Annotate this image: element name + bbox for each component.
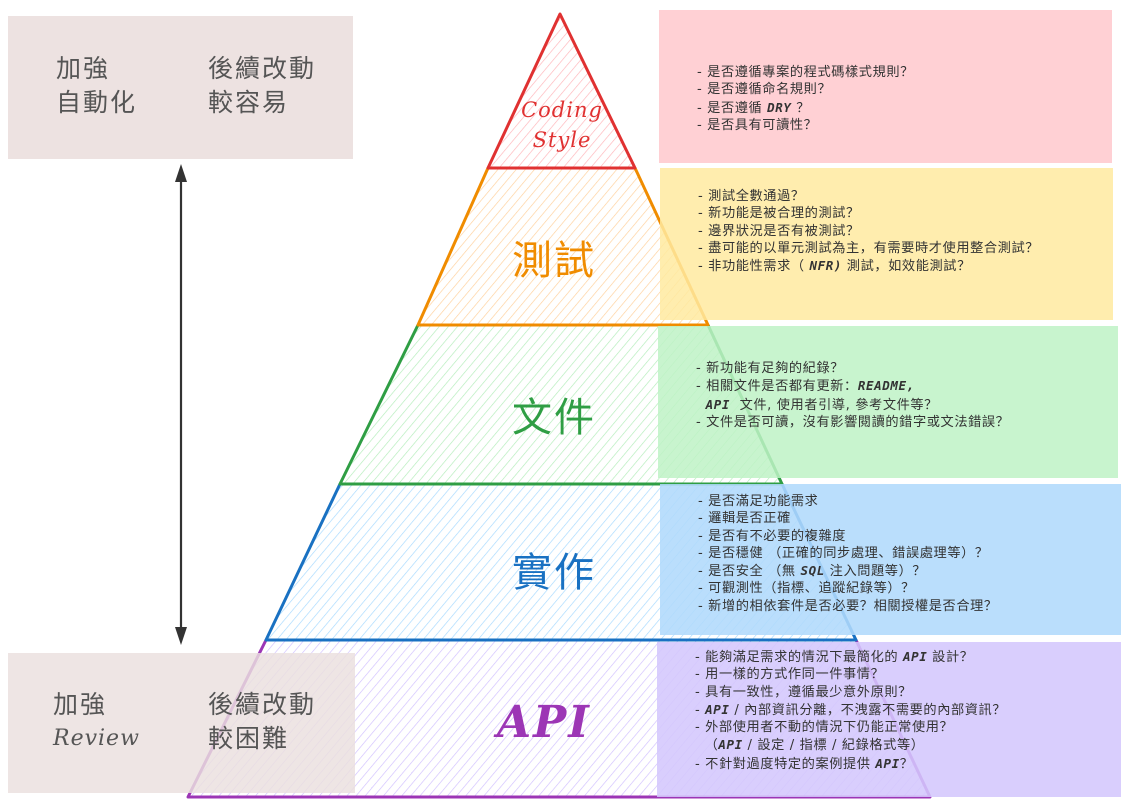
side-bottom-left-text: 加強 Review — [53, 688, 140, 756]
layer-label-implementation: 實作 — [512, 550, 596, 596]
side-text-line: 自動化 — [56, 88, 138, 117]
note-item: - 邏輯是否正確 — [698, 511, 791, 527]
note-item: - 可觀測性（指標、追蹤紀錄等）？ — [698, 581, 915, 597]
pyramid-layer-coding-style — [486, 12, 637, 170]
layer-label-tests: 測試 — [512, 238, 596, 284]
note-item: - API / 內部資訊分離，不洩露不需要的內部資訊？ — [695, 701, 1007, 718]
note-item: - 文件是否可讀，沒有影響閱讀的錯字或文法錯誤？ — [696, 414, 1010, 430]
note-item: - 不針對過度特定的案例提供 API？ — [695, 755, 914, 772]
note-item: - 是否滿足功能需求 — [698, 494, 819, 509]
layer-label-docs: 文件 — [512, 395, 596, 441]
note-item: - 是否具有可讀性？ — [697, 117, 818, 133]
layer-label-api: API — [497, 697, 591, 748]
note-item: - 邊界狀況是否有被測試？ — [698, 223, 860, 239]
note-api: - 能夠滿足需求的情況下最簡化的 API 設計？ - 用一樣的方式作同一件事情？… — [657, 642, 1121, 797]
note-item: - 是否安全 （無 SQL 注入問題等）？ — [698, 563, 927, 580]
side-text-line: 加強 — [56, 54, 111, 83]
note-item: API 文件, 使用者引導, 參考文件等？ — [705, 396, 938, 413]
note-item: - 是否穩健 （正確的同步處理、錯誤處理等）？ — [698, 545, 989, 561]
layer-label-line: Style — [532, 128, 592, 152]
side-text-line: 較容易 — [208, 88, 290, 117]
side-box-automation — [8, 16, 353, 159]
note-item: - 具有一致性，遵循最少意外原則？ — [695, 684, 912, 700]
note-item: - 是否有不必要的複雜度 — [698, 528, 847, 544]
side-text-line: Review — [53, 726, 140, 751]
note-implementation: - 是否滿足功能需求 - 邏輯是否正確 - 是否有不必要的複雜度 - 是否穩健 … — [660, 484, 1121, 635]
note-item: - 能夠滿足需求的情況下最簡化的 API 設計？ — [695, 649, 974, 665]
side-text-line: 加強 — [53, 690, 108, 719]
note-item: - 是否遵循命名規則？ — [697, 82, 832, 98]
note-item: - 測試全數通過？ — [698, 189, 805, 204]
note-item: - 非功能性需求（ NFR) 測試，如效能測試？ — [698, 258, 971, 275]
side-box-review — [8, 653, 355, 793]
layer-label-line: Coding — [521, 98, 603, 122]
note-tests: - 測試全數通過？ - 新功能是被合理的測試？ - 邊界狀況是否有被測試？ - … — [660, 168, 1113, 320]
note-item: - 相關文件是否都有更新：README, — [696, 378, 915, 395]
note-item: - 新增的相依套件是否必要？相關授權是否合理？ — [698, 598, 998, 614]
note-docs: - 新功能有足夠的紀錄？ - 相關文件是否都有更新：README, API 文件… — [658, 326, 1118, 478]
note-item: - 是否遵循 DRY ？ — [697, 99, 811, 116]
side-text-line: 較困難 — [208, 724, 290, 753]
layer-label-coding-style: Coding Style — [512, 95, 612, 155]
note-item: （API / 設定 / 指標 / 紀錄格式等） — [695, 737, 925, 754]
side-text-line: 後續改動 — [208, 54, 317, 83]
note-item: - 是否遵循專案的程式碼樣式規則？ — [697, 65, 914, 80]
side-top-left-text: 加強 自動化 — [56, 52, 137, 120]
side-text-line: 後續改動 — [208, 690, 317, 719]
note-item: - 外部使用者不動的情況下仍能正常使用？ — [695, 720, 954, 736]
note-item: - 盡可能的以單元測試為主，有需要時才使用整合測試？ — [698, 240, 1040, 256]
note-item: - 用一樣的方式作同一件事情？ — [695, 667, 885, 683]
note-coding-style: - 是否遵循專案的程式碼樣式規則？ - 是否遵循命名規則？ - 是否遵循 DRY… — [659, 10, 1112, 163]
note-item: - 新功能是被合理的測試？ — [698, 206, 860, 222]
note-item: - 新功能有足夠的紀錄？ — [696, 361, 845, 376]
side-top-right-text: 後續改動 較容易 — [208, 52, 316, 120]
side-bottom-right-text: 後續改動 較困難 — [208, 688, 316, 756]
